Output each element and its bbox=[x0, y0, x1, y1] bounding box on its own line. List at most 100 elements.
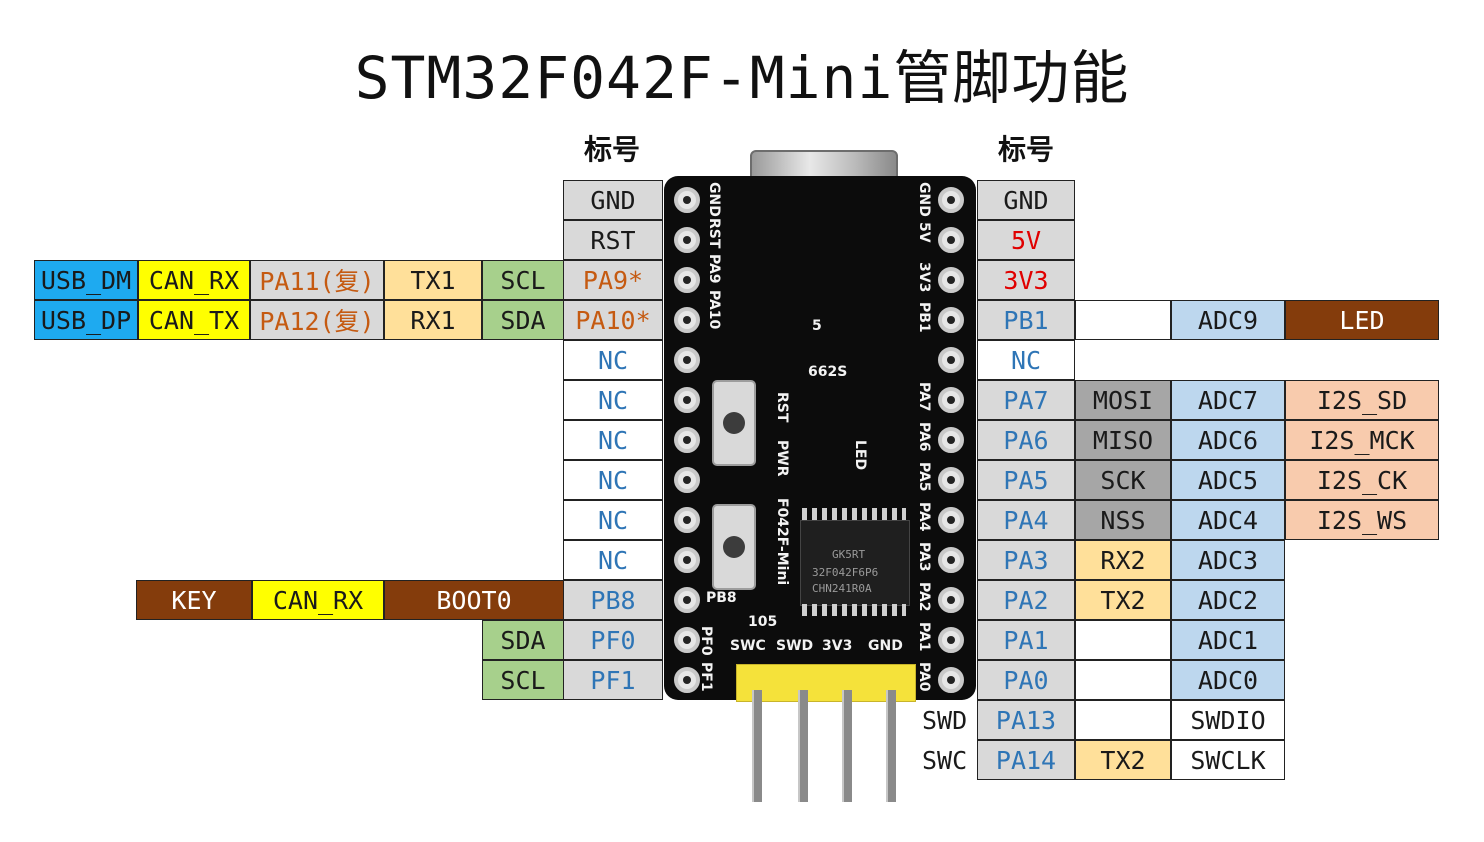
right-function-cell: ADC9 bbox=[1171, 300, 1285, 340]
left-function-cell: CAN_RX bbox=[252, 580, 384, 620]
pin-pad-icon bbox=[938, 547, 964, 573]
pin-pad-icon bbox=[938, 427, 964, 453]
pin-pad-icon bbox=[674, 587, 700, 613]
right-pin-label: PA7 bbox=[977, 380, 1075, 420]
left-pin-label: NC bbox=[563, 460, 663, 500]
right-pin-label: PA13 bbox=[977, 700, 1075, 740]
right-function-cell: SCK bbox=[1075, 460, 1171, 500]
right-function-cell: MOSI bbox=[1075, 380, 1171, 420]
right-function-cell: ADC6 bbox=[1171, 420, 1285, 460]
pin-pad-icon bbox=[674, 507, 700, 533]
left-function-cell: TX1 bbox=[384, 260, 482, 300]
left-pin-label: GND bbox=[563, 180, 663, 220]
right-pin-label: PA1 bbox=[977, 620, 1075, 660]
silkscreen-label: PB8 bbox=[706, 590, 737, 606]
right-pin-label: PA14 bbox=[977, 740, 1075, 780]
pin-pad-icon bbox=[674, 667, 700, 693]
pin-pad-icon bbox=[938, 667, 964, 693]
right-pin-label: PA5 bbox=[977, 460, 1075, 500]
left-function-cell: CAN_RX bbox=[138, 260, 250, 300]
pin-pad-icon bbox=[674, 627, 700, 653]
pin-pad-icon bbox=[938, 587, 964, 613]
page-title: STM32F042F-Mini管脚功能 bbox=[354, 44, 1130, 112]
right-function-cell: ADC2 bbox=[1171, 580, 1285, 620]
right-function-cell: TX2 bbox=[1075, 740, 1171, 780]
right-pin-label: GND bbox=[977, 180, 1075, 220]
pin-pad-icon bbox=[674, 267, 700, 293]
pin-pad-icon bbox=[938, 227, 964, 253]
pin-pad-icon bbox=[938, 627, 964, 653]
left-function-cell: BOOT0 bbox=[384, 580, 564, 620]
pin-pad-icon bbox=[674, 467, 700, 493]
left-function-cell: PA12(复) bbox=[250, 300, 384, 340]
silkscreen-label: 105 bbox=[748, 614, 778, 630]
right-pin-label: PA2 bbox=[977, 580, 1075, 620]
right-function-cell bbox=[1075, 700, 1171, 740]
left-pin-label: NC bbox=[563, 380, 663, 420]
left-function-cell: RX1 bbox=[384, 300, 482, 340]
left-function-cell: USB_DP bbox=[34, 300, 138, 340]
header-pin-leg-icon bbox=[798, 690, 808, 802]
header-pin-leg-icon bbox=[842, 690, 852, 802]
right-function-cell: I2S_MCK bbox=[1285, 420, 1439, 460]
right-pin-label: 3V3 bbox=[977, 260, 1075, 300]
pin-pad-icon bbox=[938, 507, 964, 533]
right-function-cell: ADC4 bbox=[1171, 500, 1285, 540]
right-function-cell: ADC7 bbox=[1171, 380, 1285, 420]
pin-pad-icon bbox=[674, 427, 700, 453]
right-function-cell: ADC3 bbox=[1171, 540, 1285, 580]
chip-marking-2: 32F042F6P6 bbox=[812, 566, 879, 579]
pin-pad-icon bbox=[674, 347, 700, 373]
right-function-cell: ADC1 bbox=[1171, 620, 1285, 660]
left-function-cell: SCL bbox=[482, 260, 564, 300]
right-function-cell: NSS bbox=[1075, 500, 1171, 540]
pin-pad-icon bbox=[938, 267, 964, 293]
pin-pad-icon bbox=[938, 467, 964, 493]
right-function-cell: LED bbox=[1285, 300, 1439, 340]
left-function-cell: SCL bbox=[482, 660, 564, 700]
right-function-cell: SWCLK bbox=[1171, 740, 1285, 780]
left-function-cell: SDA bbox=[482, 300, 564, 340]
pin-pad-icon bbox=[938, 187, 964, 213]
left-pin-label: NC bbox=[563, 420, 663, 460]
header-pin-leg-icon bbox=[752, 690, 762, 802]
left-pin-label: RST bbox=[563, 220, 663, 260]
chip-pins-bottom bbox=[802, 604, 906, 616]
pin-pad-icon bbox=[674, 307, 700, 333]
right-pin-label: PB1 bbox=[977, 300, 1075, 340]
boot-button-icon bbox=[712, 504, 756, 590]
silkscreen-label: 3V3 bbox=[822, 638, 853, 654]
right-function-cell: MISO bbox=[1075, 420, 1171, 460]
right-pin-label: PA4 bbox=[977, 500, 1075, 540]
right-column-header: 标号 bbox=[997, 133, 1054, 166]
right-pin-label: 5V bbox=[977, 220, 1075, 260]
pin-pad-icon bbox=[674, 547, 700, 573]
pin-pad-icon bbox=[938, 307, 964, 333]
right-function-cell: RX2 bbox=[1075, 540, 1171, 580]
reset-button-icon bbox=[712, 380, 756, 466]
right-pin-label: NC bbox=[977, 340, 1075, 380]
chip-pins-top bbox=[802, 508, 906, 520]
pin-pad-icon bbox=[938, 347, 964, 373]
pin-pad-icon bbox=[674, 387, 700, 413]
right-function-cell bbox=[1075, 620, 1171, 660]
right-pin-label: PA0 bbox=[977, 660, 1075, 700]
left-function-cell: PA11(复) bbox=[250, 260, 384, 300]
pin-pad-icon bbox=[938, 387, 964, 413]
left-pin-label: PF0 bbox=[563, 620, 663, 660]
right-function-cell: I2S_SD bbox=[1285, 380, 1439, 420]
left-pin-label: PA9* bbox=[563, 260, 663, 300]
left-pin-label: NC bbox=[563, 500, 663, 540]
header-pin-leg-icon bbox=[886, 690, 896, 802]
right-function-cell: ADC0 bbox=[1171, 660, 1285, 700]
right-pin-label: PA6 bbox=[977, 420, 1075, 460]
left-pin-label: PA10* bbox=[563, 300, 663, 340]
swd-label: SWD bbox=[922, 706, 968, 735]
right-function-cell: I2S_WS bbox=[1285, 500, 1439, 540]
left-function-cell: KEY bbox=[136, 580, 252, 620]
right-function-cell bbox=[1075, 300, 1171, 340]
silkscreen-label: 5 bbox=[812, 318, 822, 334]
left-function-cell: USB_DM bbox=[34, 260, 138, 300]
left-function-cell: CAN_TX bbox=[138, 300, 250, 340]
